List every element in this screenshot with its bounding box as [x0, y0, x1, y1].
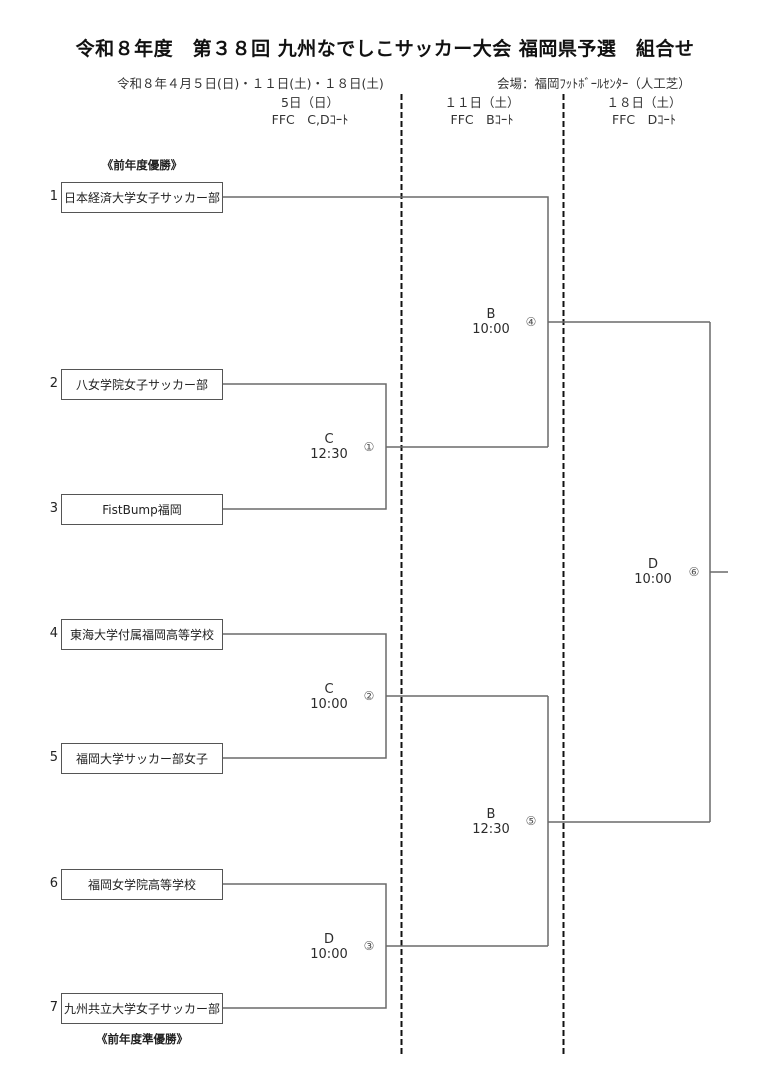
team-box: 日本経済大学女子サッカー部	[61, 182, 223, 213]
bracket-line-match-4	[223, 196, 549, 447]
match-info: B 12:30	[461, 807, 521, 837]
team-number: 5	[49, 750, 58, 765]
match-court: C	[324, 432, 334, 447]
match-court: B	[486, 307, 496, 322]
match-time: 12:30	[472, 822, 510, 837]
column-court: FFC C,Dｺｰﾄ	[271, 112, 349, 127]
column-header-day3: １８日（土） FFC Dｺｰﾄ	[574, 94, 714, 128]
team-name: 九州共立大学女子サッカー部	[63, 1002, 220, 1016]
match-time: 10:00	[472, 322, 510, 337]
team-name: 八女学院女子サッカー部	[75, 378, 208, 392]
match-time: 10:00	[634, 572, 672, 587]
team-number: 1	[49, 189, 58, 204]
team-box: 福岡大学サッカー部女子	[61, 743, 223, 774]
team-box: 東海大学付属福岡高等学校	[61, 619, 223, 650]
match-court: B	[486, 807, 496, 822]
match-court: D	[647, 557, 658, 572]
team-name: FistBump福岡	[102, 503, 182, 517]
team-name: 福岡大学サッカー部女子	[75, 752, 208, 766]
team-number: 6	[49, 876, 58, 891]
column-date: １８日（土）	[606, 95, 682, 110]
column-court: FFC Bｺｰﾄ	[450, 112, 514, 127]
seed-label-runner-up: 《前年度準優勝》	[96, 1032, 188, 1046]
page-title: 令和８年度 第３８回 九州なでしこサッカー大会 福岡県予選 組合せ	[75, 38, 695, 60]
column-date: 5日（日）	[281, 95, 339, 110]
team-number: 7	[49, 1000, 58, 1015]
team-name: 福岡女学院高等学校	[87, 878, 196, 892]
team-box: 九州共立大学女子サッカー部	[61, 993, 223, 1024]
match-number: ⑥	[688, 565, 700, 579]
match-info: B 10:00	[461, 307, 521, 337]
match-info: D 10:00	[299, 932, 359, 962]
match-info: D 10:00	[623, 557, 683, 587]
column-header-day2: １１日（土） FFC Bｺｰﾄ	[412, 94, 552, 128]
column-date: １１日（土）	[444, 95, 520, 110]
venue-line: 会場：福岡ﾌｯﾄﾎﾞｰﾙｾﾝﾀｰ（人工芝）	[497, 76, 691, 91]
seed-label-champion: 《前年度優勝》	[101, 158, 183, 172]
match-number: ⑤	[525, 814, 537, 828]
match-info: C 10:00	[299, 682, 359, 712]
match-court: D	[323, 932, 334, 947]
team-box: FistBump福岡	[61, 494, 223, 525]
match-number: ④	[525, 315, 537, 329]
team-number: 4	[49, 626, 58, 641]
team-number: 2	[49, 376, 58, 391]
match-number: ②	[363, 689, 375, 703]
match-info: C 12:30	[299, 432, 359, 462]
column-court: FFC Dｺｰﾄ	[612, 112, 676, 127]
match-time: 10:00	[310, 697, 348, 712]
match-time: 12:30	[310, 447, 348, 462]
match-time: 10:00	[310, 947, 348, 962]
team-name: 東海大学付属福岡高等学校	[69, 628, 214, 642]
team-number: 3	[49, 501, 58, 516]
match-number: ③	[363, 939, 375, 953]
dates-line: 令和８年４月５日(日)・１１日(土)・１８日(土)	[117, 76, 384, 91]
team-box: 八女学院女子サッカー部	[61, 369, 223, 400]
team-name: 日本経済大学女子サッカー部	[63, 191, 220, 205]
team-box: 福岡女学院高等学校	[61, 869, 223, 900]
column-header-day1: 5日（日） FFC C,Dｺｰﾄ	[240, 94, 380, 128]
match-number: ①	[363, 440, 375, 454]
match-court: C	[324, 682, 334, 697]
